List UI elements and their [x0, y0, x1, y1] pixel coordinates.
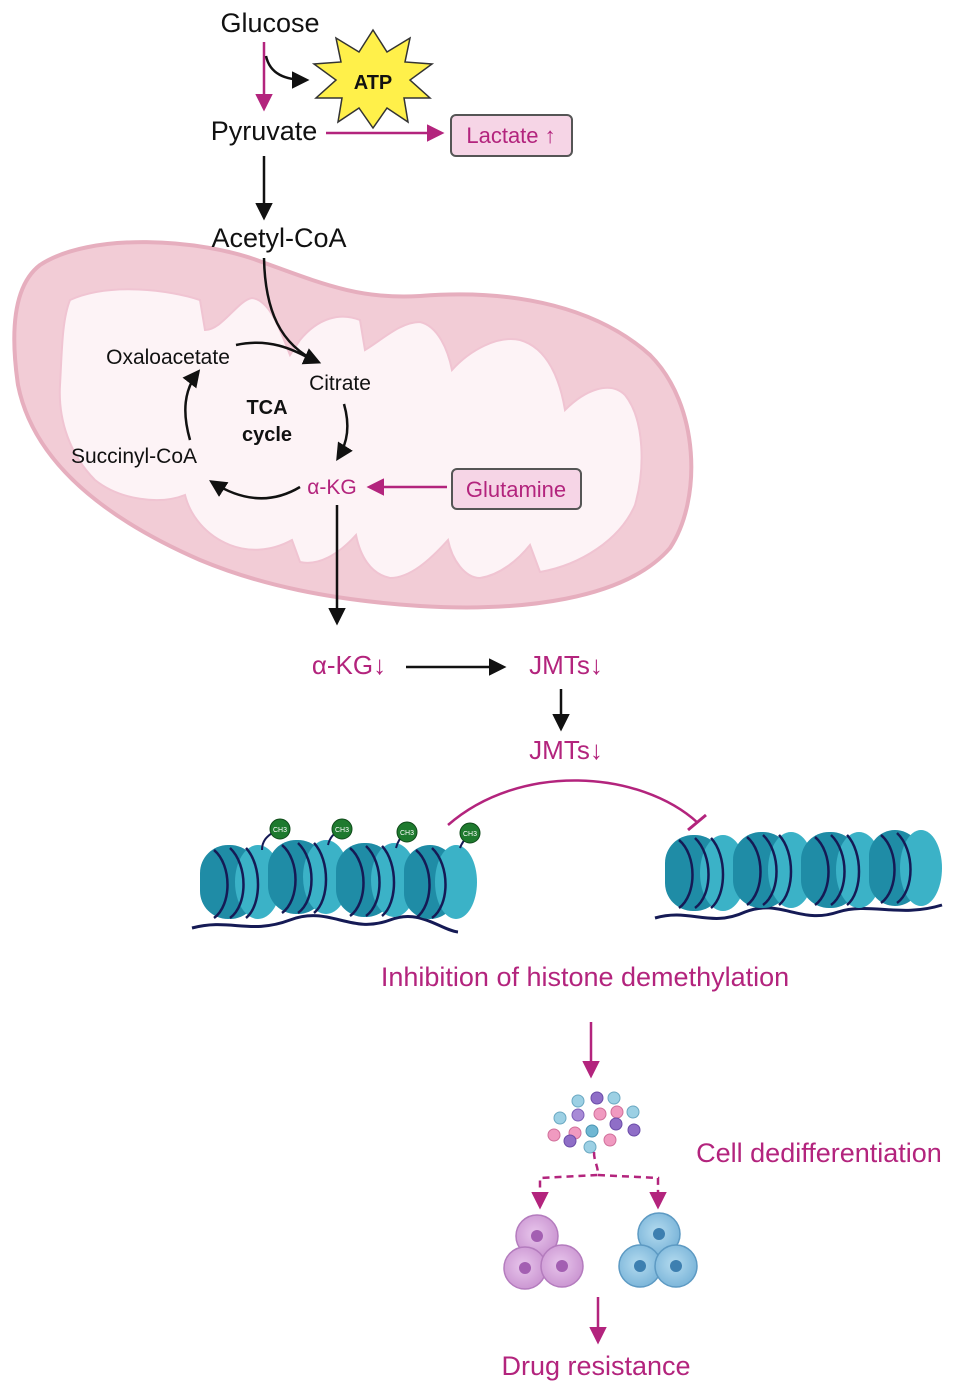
lactate-box: Lactate ↑: [450, 114, 573, 157]
atp-burst: ATP: [311, 28, 435, 130]
atp-label: ATP: [354, 72, 393, 94]
unmethylated-chromatin: [654, 830, 943, 920]
acetyl-coa-label: Acetyl-CoA: [211, 223, 346, 253]
akg-decrease-label: α-KG↓: [312, 650, 386, 680]
glutamine-label: Glutamine: [466, 477, 566, 502]
tca-cycle-label-line2: cycle: [242, 424, 292, 446]
methyl-label: CH3: [335, 827, 349, 834]
methylated-chromatin: CH3 CH3 CH3 CH3: [191, 818, 481, 934]
succinyl-coa-label: Succinyl-CoA: [71, 445, 197, 468]
blue-cell-cluster: [618, 1212, 698, 1288]
pyruvate-label: Pyruvate: [211, 116, 318, 146]
molecule-cluster: [547, 1091, 641, 1154]
oxaloacetate-to-citrate-arc: [235, 341, 317, 364]
jmts-decrease-label-1: JMTs↓: [529, 650, 603, 680]
dedifferentiation-split-dashed-arrow: [597, 1173, 667, 1210]
citrate-label: Citrate: [309, 372, 371, 395]
akg-label: α-KG: [307, 476, 356, 499]
nucleosome: [404, 845, 477, 920]
pink-cell-cluster: [503, 1214, 584, 1290]
jmts-decrease-label-2: JMTs↓: [529, 735, 603, 765]
tca-cycle-label-line1: TCA: [246, 397, 287, 419]
methyl-label: CH3: [273, 827, 287, 834]
methyl-label: CH3: [463, 831, 477, 838]
glutamine-box: Glutamine: [451, 468, 582, 510]
mitochondrion: [12, 240, 694, 610]
inhibition-bar: [687, 813, 707, 832]
cell-dedifferentiation-label: Cell dedifferentiation: [696, 1138, 942, 1168]
succinyl-coa-to-oxaloacetate-arrow: [182, 369, 201, 441]
akg-to-succinyl-coa-arrow: [209, 480, 301, 500]
methyl-group-icon: [269, 818, 291, 840]
inhibition-of-histone-demethylation-label: Inhibition of histone demethylation: [381, 962, 789, 992]
dna-strand-right: [654, 903, 943, 920]
glucose-label: Glucose: [220, 8, 319, 38]
inhibition-arc: [447, 779, 699, 826]
dna-strand-left: [191, 914, 459, 934]
citrate-to-akg-arrow: [336, 403, 353, 461]
methyl-label: CH3: [400, 830, 414, 837]
methyl-group-icon: [459, 822, 481, 844]
glucose-to-atp-arrow: [264, 55, 310, 89]
drug-resistance-label: Drug resistance: [501, 1351, 690, 1381]
atp-starburst-icon: [311, 28, 435, 130]
dedifferentiation-split-dashed-arrow: [531, 1151, 600, 1210]
methyl-group-icon: [331, 818, 353, 840]
nucleosome: [869, 830, 942, 906]
lactate-label: Lactate ↑: [466, 123, 555, 148]
methyl-group-icon: [396, 821, 418, 843]
oxaloacetate-label: Oxaloacetate: [106, 346, 230, 369]
